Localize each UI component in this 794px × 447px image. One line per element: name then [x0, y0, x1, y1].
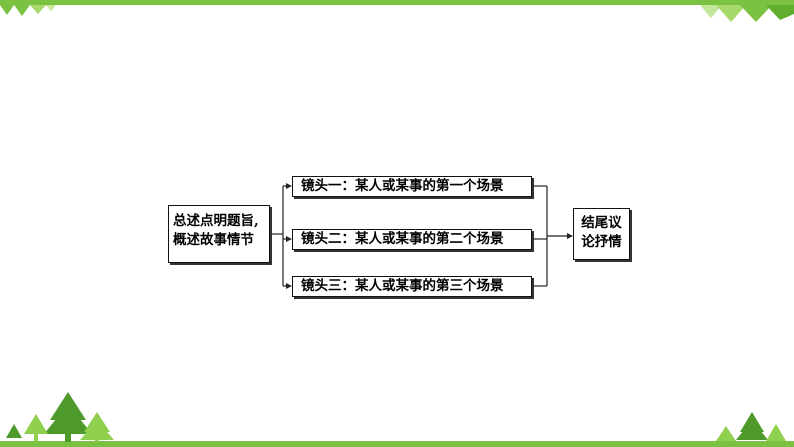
shot-box-1: 镜头一：某人或某事的第一个场景: [292, 176, 532, 197]
summary-line-1: 总述点明题旨,: [173, 213, 259, 229]
conclusion-box: 结尾议 论抒情: [573, 208, 630, 260]
shot-label-3: 镜头三：某人或某事的第三个场景: [301, 278, 504, 294]
summary-line-2: 概述故事情节: [173, 232, 254, 248]
conclusion-line-1: 结尾议: [581, 215, 622, 231]
top-left-triangles-icon: [0, 5, 56, 16]
trees-right-icon: [716, 412, 786, 441]
top-right-triangles-icon: [700, 5, 794, 22]
shot-box-3: 镜头三：某人或某事的第三个场景: [292, 276, 532, 297]
shot-box-2: 镜头二：某人或某事的第二个场景: [292, 229, 532, 250]
top-green-bar: [0, 0, 794, 5]
shot-label-2: 镜头二：某人或某事的第二个场景: [301, 231, 504, 247]
conclusion-line-2: 论抒情: [581, 234, 622, 250]
summary-box: 总述点明题旨, 概述故事情节: [168, 205, 270, 263]
bottom-green-bar: [0, 441, 794, 447]
shot-label-1: 镜头一：某人或某事的第一个场景: [301, 178, 504, 194]
trees-left-icon: [6, 392, 114, 442]
